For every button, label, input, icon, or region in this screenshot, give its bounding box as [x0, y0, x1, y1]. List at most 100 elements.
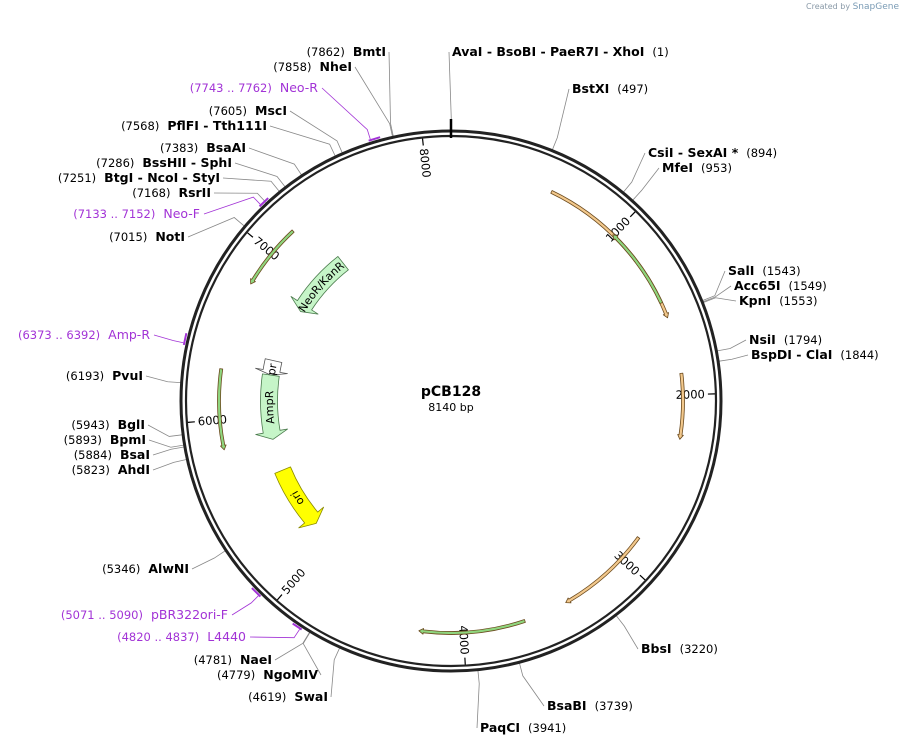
site-leader-13 [302, 632, 322, 676]
primer-label-2: (6373 .. 6392)Amp-R [18, 327, 150, 342]
site-position: (7286) [96, 156, 134, 170]
site-leader-8 [719, 354, 749, 362]
enzyme-name: SphI [200, 155, 232, 170]
site-leader-22 [213, 192, 267, 204]
enzyme-name: BstXI [572, 81, 609, 96]
primer-name: L4440 [207, 629, 246, 644]
site-position: (4619) [248, 690, 286, 704]
enzyme-name: BsaBI [547, 698, 587, 713]
primer-leader-3 [231, 595, 259, 616]
site-leader-12 [330, 647, 340, 698]
enzyme-name: BtgI [104, 170, 133, 185]
feature-label-ampr: AmpR [263, 390, 277, 425]
enzyme-name: PflFI [167, 118, 199, 133]
orf-arrow-3 [612, 234, 664, 305]
primer-range: (5071 .. 5090) [61, 608, 143, 622]
primer-range: (6373 .. 6392) [18, 328, 100, 342]
enzyme-name: PvuI [112, 368, 143, 383]
snapgene-logo: SnapGene [852, 2, 899, 12]
site-position: (7168) [132, 186, 170, 200]
site-leader-18 [148, 439, 184, 448]
primer-mark-0 [368, 136, 381, 142]
enzyme-name: SwaI [294, 689, 328, 704]
primer-mark-4 [292, 622, 303, 631]
tick-label-2000: 2000 [675, 387, 705, 402]
feature-arrow-ori [274, 466, 324, 529]
site-label-20: (6193)PvuI [66, 368, 143, 383]
primer-mark-2 [182, 332, 188, 346]
site-position: (7568) [121, 119, 159, 133]
tick-3000 [639, 574, 646, 581]
primer-leader-2 [153, 334, 184, 344]
site-leader-20 [145, 375, 181, 384]
enzyme-name: BssHII [142, 155, 186, 170]
primer-name: Neo-R [280, 80, 318, 95]
enzyme-name: AlwNI [148, 561, 189, 576]
site-position: (894) [746, 146, 777, 160]
site-label-12: (4619) SwaI [248, 689, 328, 704]
orf-arrow-1 [677, 372, 685, 440]
enzyme-name: RsrII [178, 185, 211, 200]
enzyme-name: NgoMIV [263, 667, 318, 682]
separator: - [178, 170, 192, 185]
enzyme-name: AvaI [452, 44, 482, 59]
enzyme-name: NaeI [240, 652, 272, 667]
primer-leader-1 [203, 196, 261, 215]
site-label-13: (4779)NgoMIV [217, 667, 318, 682]
primer-label-0: (7743 .. 7762)Neo-R [190, 80, 319, 95]
site-leader-7 [717, 339, 747, 352]
site-position: (5943) [71, 418, 109, 432]
site-leader-4 [702, 270, 726, 301]
site-label-6: KpnI(1553) [739, 293, 817, 308]
feature-arrow-neor-kanr [290, 256, 349, 315]
site-leader-5 [703, 285, 732, 303]
enzyme-name: MfeI [662, 160, 693, 175]
primer-label-4: (4820 .. 4837) L4440 [117, 629, 246, 644]
site-leader-14 [274, 631, 310, 661]
site-position: (1543) [762, 264, 800, 278]
primer-name: pBR322ori-F [151, 607, 228, 622]
site-position: (1844) [840, 348, 878, 362]
site-label-14: (4781)NaeI [194, 652, 272, 667]
enzyme-name: BsaI [120, 447, 150, 462]
enzyme-name: Tth111I [213, 118, 267, 133]
enzyme-name: ClaI [806, 347, 833, 362]
enzyme-name: NheI [320, 59, 353, 74]
site-leader-9 [616, 615, 639, 650]
orf-arrow-4 [418, 619, 526, 635]
site-position: (5884) [74, 448, 112, 462]
primer-label-1: (7133 .. 7152)Neo-F [73, 206, 200, 221]
backbone-ring [179, 119, 723, 673]
site-leader-21 [187, 217, 245, 238]
site-leader-3 [632, 167, 660, 201]
credit-prefix: Created by [806, 2, 851, 11]
site-position: (1794) [784, 333, 822, 347]
separator: - [133, 170, 147, 185]
site-leader-0 [448, 51, 452, 131]
enzyme-name: AhdI [118, 462, 150, 477]
site-position: (7015) [109, 230, 147, 244]
site-position: (7251) [58, 171, 96, 185]
enzyme-name: BbsI [641, 641, 672, 656]
enzyme-name: BglI [118, 417, 145, 432]
site-label-19: (5943) BglI [71, 417, 145, 432]
feature-arrow-ampr-promoter [255, 358, 288, 376]
enzyme-name: MscI [255, 103, 287, 118]
site-label-5: Acc65I(1549) [734, 278, 827, 293]
enzyme-name: BsoBI [496, 44, 536, 59]
site-label-21: (7015)NotI [109, 229, 185, 244]
site-position: (7383) [160, 141, 198, 155]
separator: - [599, 44, 613, 59]
site-position: (497) [617, 82, 648, 96]
enzyme-name: CsiI [648, 145, 674, 160]
site-leader-27 [289, 110, 343, 153]
primer-label-3: (5071 .. 5090) pBR322ori-F [61, 607, 228, 622]
site-labels: AvaI - BsoBI - PaeR7I - XhoI(1)BstXI(497… [18, 44, 879, 735]
separator: - [536, 44, 550, 59]
plasmid-name: pCB128 [421, 384, 481, 400]
primer-range: (4820 .. 4837) [117, 630, 199, 644]
enzyme-name: SexAI * [687, 145, 738, 160]
primer-mark-1 [258, 197, 269, 208]
site-label-25: (7383)BsaAI [160, 140, 246, 155]
site-leader-28 [354, 66, 393, 137]
